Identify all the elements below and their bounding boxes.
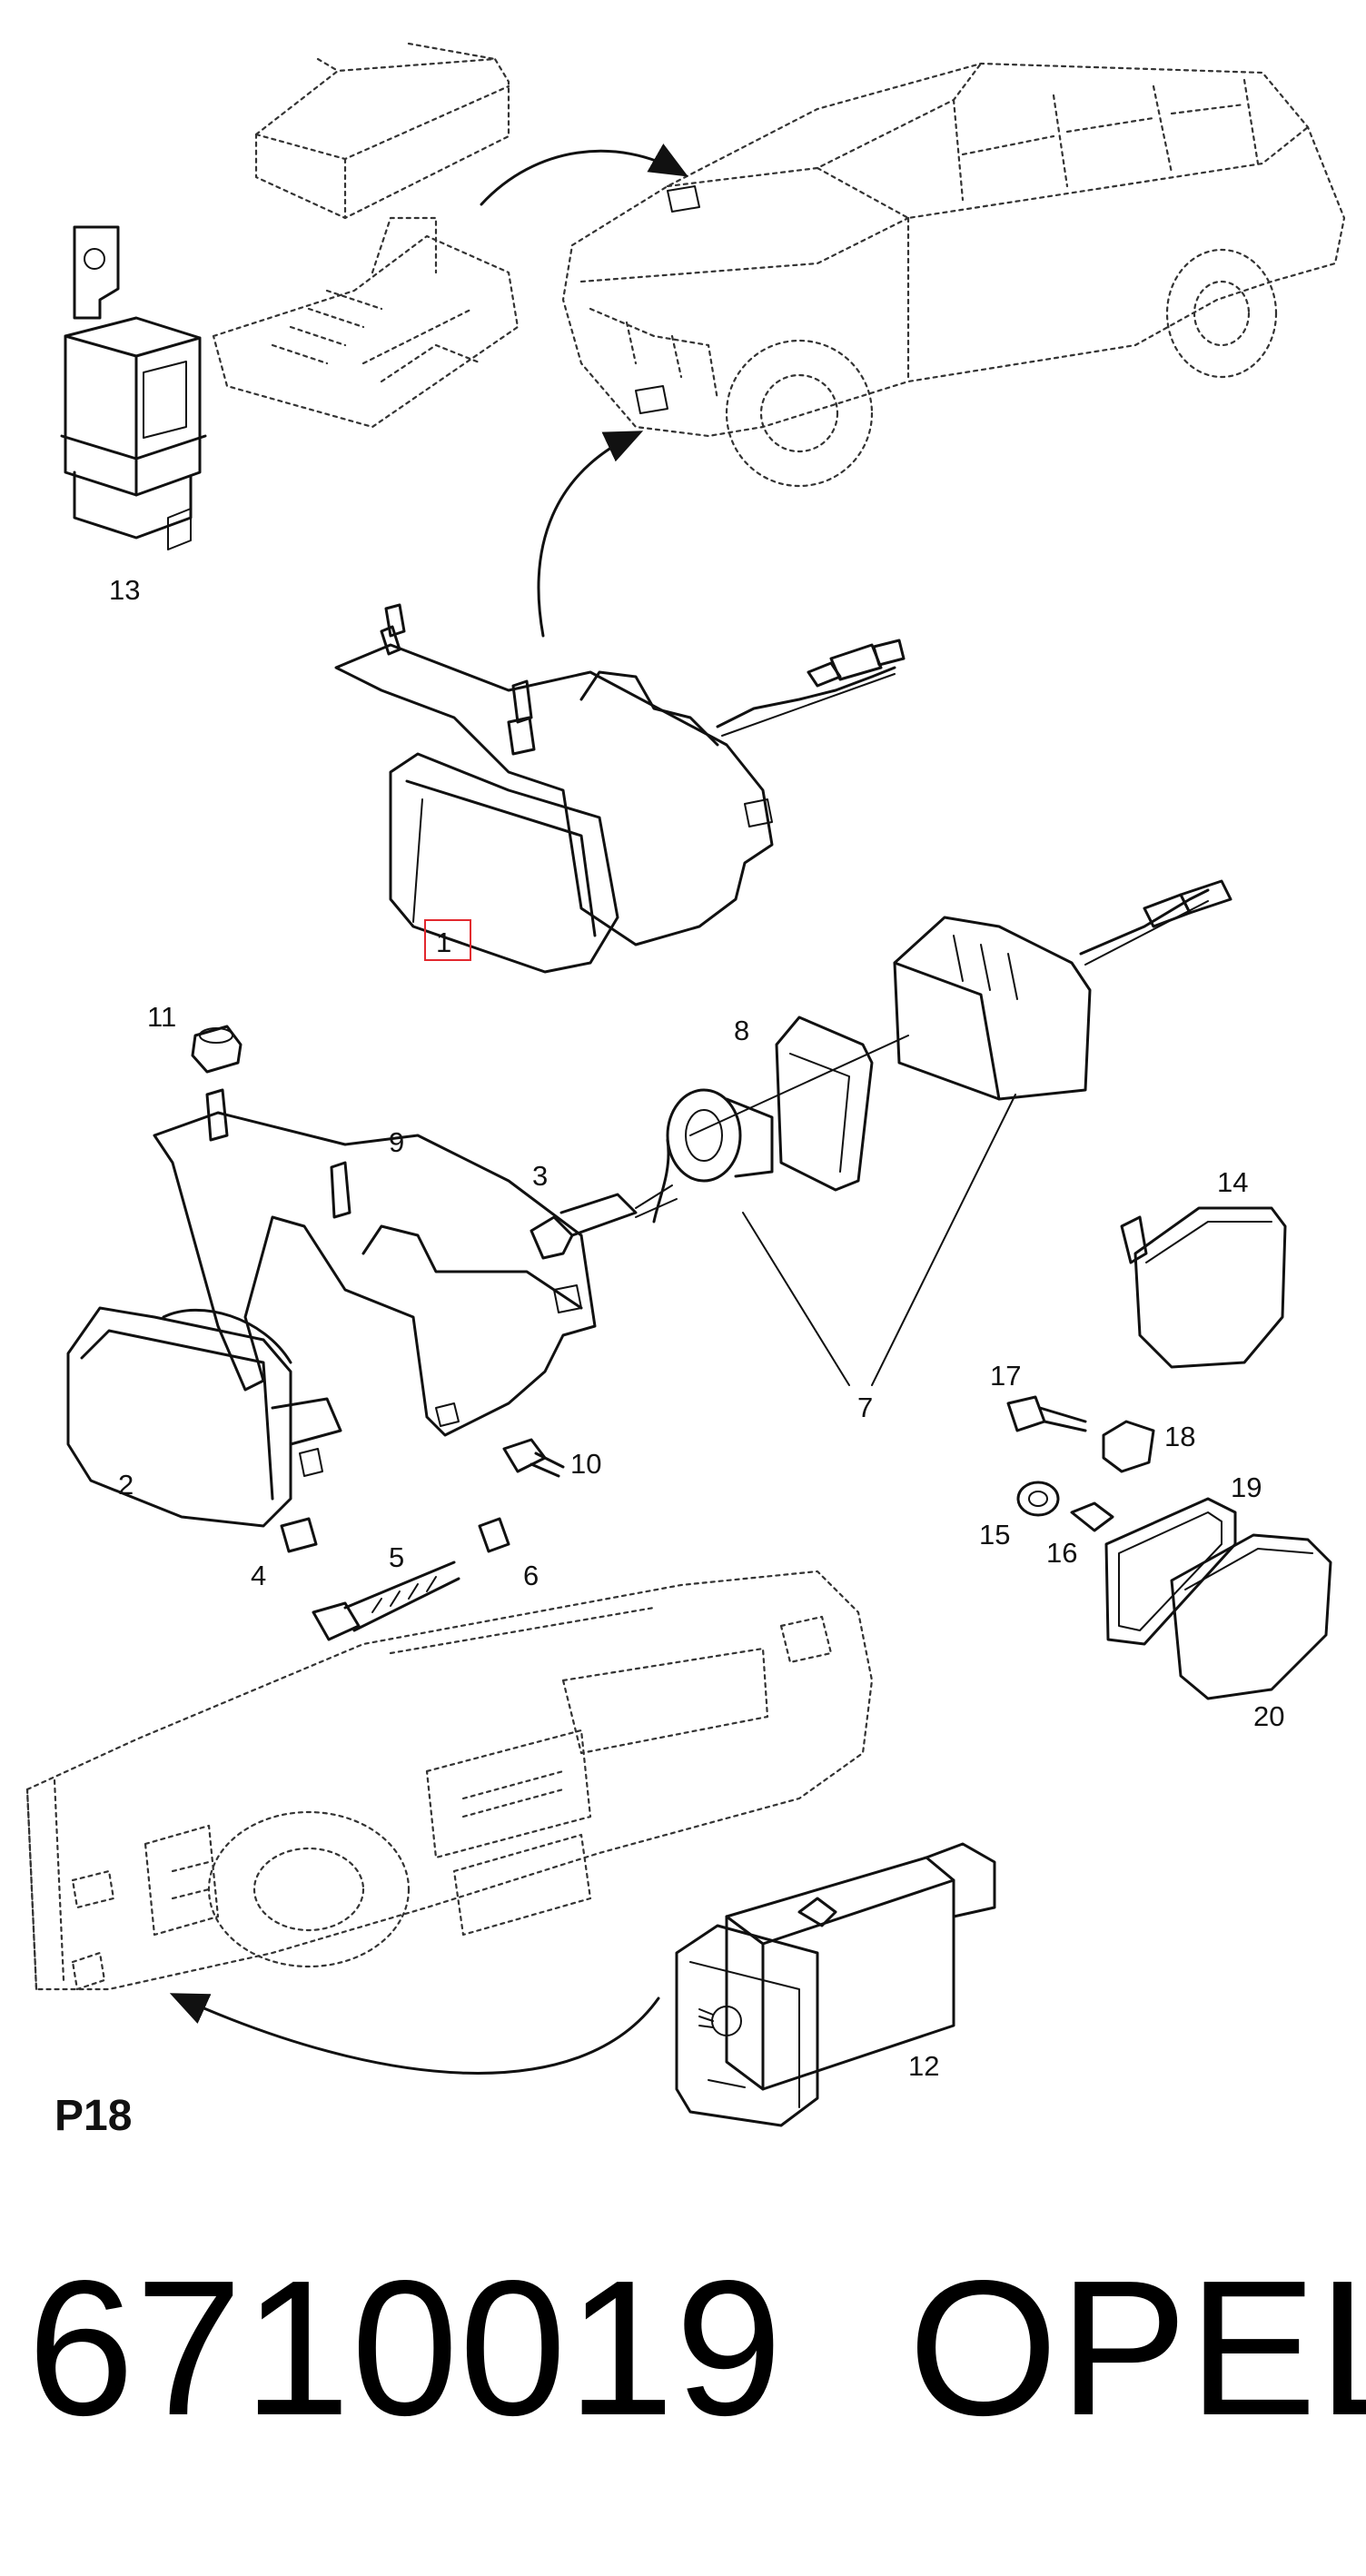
callout-2: 2: [118, 1469, 134, 1501]
nut-part-11: [191, 1025, 243, 1074]
callout-20: 20: [1253, 1700, 1284, 1732]
callout-10: 10: [570, 1448, 601, 1480]
arrow-relay-box-to-vehicle: [480, 144, 688, 206]
foglamp-housing-part-2: [66, 1306, 342, 1528]
lens-part-20: [1170, 1533, 1332, 1700]
callout-18: 18: [1164, 1421, 1195, 1452]
page-code-label: P18: [54, 2092, 132, 2140]
bolt-part-10: [502, 1438, 565, 1478]
arrow-foglamp-to-vehicle: [537, 431, 644, 638]
callout-13: 13: [109, 574, 140, 606]
side-lamp-part-14: [1120, 1206, 1287, 1369]
callout-9: 9: [389, 1126, 404, 1158]
part-number: 6710019: [27, 2240, 784, 2455]
callout-19: 19: [1231, 1471, 1262, 1503]
callout-8: 8: [734, 1015, 749, 1046]
switch-part-12: [675, 1842, 996, 2127]
callout-11: 11: [147, 1001, 176, 1033]
callout-7: 7: [857, 1392, 873, 1423]
bracket-part-9: [153, 1088, 597, 1437]
callout-1: 1: [436, 926, 451, 958]
screw-part-5: [312, 1560, 460, 1641]
clip-part-4: [280, 1517, 318, 1553]
vehicle-drawing: [561, 62, 1346, 488]
callout-14: 14: [1217, 1166, 1248, 1198]
callout-15: 15: [979, 1519, 1010, 1551]
callout-1-highlight-box: [424, 919, 471, 961]
arrow-switch-to-dashboard: [169, 1993, 660, 2075]
cover-assembly-part-7: [652, 879, 1232, 1386]
callout-6: 6: [523, 1560, 539, 1591]
callout-16: 16: [1046, 1537, 1077, 1569]
bulb-part-3: [530, 1184, 678, 1260]
callout-5: 5: [389, 1541, 404, 1573]
clip-part-6: [478, 1517, 510, 1553]
relay-part-13: [60, 225, 207, 550]
relay-box-drawing: [212, 42, 520, 429]
clip-part-18: [1102, 1420, 1155, 1473]
callout-17: 17: [990, 1360, 1021, 1392]
callout-4: 4: [251, 1560, 266, 1591]
dashboard-drawing: [25, 1570, 874, 1991]
bulb-part-16: [1070, 1501, 1114, 1532]
callout-12: 12: [908, 2050, 939, 2082]
screw-part-17: [1006, 1395, 1087, 1432]
exploded-parts-diagram: 1 11 9 2 3: [25, 42, 1346, 2140]
grommet-part-15: [1016, 1481, 1060, 1517]
brand-name: OPEL: [908, 2240, 1366, 2455]
foglamp-assembly-part-1: [334, 603, 906, 974]
callout-3: 3: [532, 1160, 548, 1192]
